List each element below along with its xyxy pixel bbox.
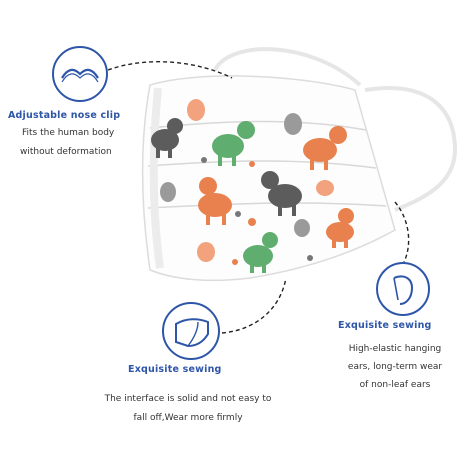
nose-clip-line-1: Fits the human body	[22, 128, 115, 138]
egg-orange	[316, 180, 334, 196]
dino-orange	[303, 126, 347, 170]
ear-loop-top	[213, 47, 362, 87]
nose-clip-icon	[61, 68, 99, 83]
egg-orange	[197, 242, 215, 262]
dino-gray	[151, 118, 183, 158]
egg-gray	[294, 219, 310, 237]
egg-gray	[284, 113, 302, 135]
mask-seam-icon	[175, 318, 209, 348]
egg-orange	[187, 99, 205, 121]
dino-green	[243, 232, 278, 273]
nose-clip-heading: Adjustable nose clip	[8, 110, 121, 121]
connector-sewing-left	[221, 277, 287, 334]
mask-pleat	[147, 160, 377, 169]
dino-orange	[198, 177, 232, 225]
connector-sewing-right	[394, 201, 410, 263]
dino-green	[212, 121, 255, 166]
sewing-right-circle	[376, 262, 430, 316]
sewing-left-heading: Exquisite sewing	[128, 364, 222, 375]
ear-loop-right	[364, 86, 458, 212]
dino-orange	[326, 208, 354, 248]
sewing-right-heading: Exquisite sewing	[338, 320, 432, 331]
connector-nose	[107, 61, 233, 79]
mask-pleat	[147, 202, 387, 209]
sewing-left-line-1: The interface is solid and not easy to	[104, 394, 272, 404]
nose-clip-line-2: without deformation	[20, 147, 112, 157]
egg-gray	[160, 182, 176, 202]
ear-loop-icon	[393, 275, 414, 305]
nose-clip-circle	[52, 46, 108, 102]
dino-gray	[261, 171, 302, 216]
sewing-left-line-2: fall off,Wear more firmly	[133, 413, 243, 423]
sewing-right-line-2: ears, long-term wear	[347, 362, 443, 372]
sewing-right-line-3: of non-leaf ears	[359, 380, 431, 390]
sewing-right-line-1: High-elastic hanging	[348, 344, 442, 354]
sewing-left-circle	[162, 302, 220, 360]
mask-seam	[149, 87, 164, 269]
